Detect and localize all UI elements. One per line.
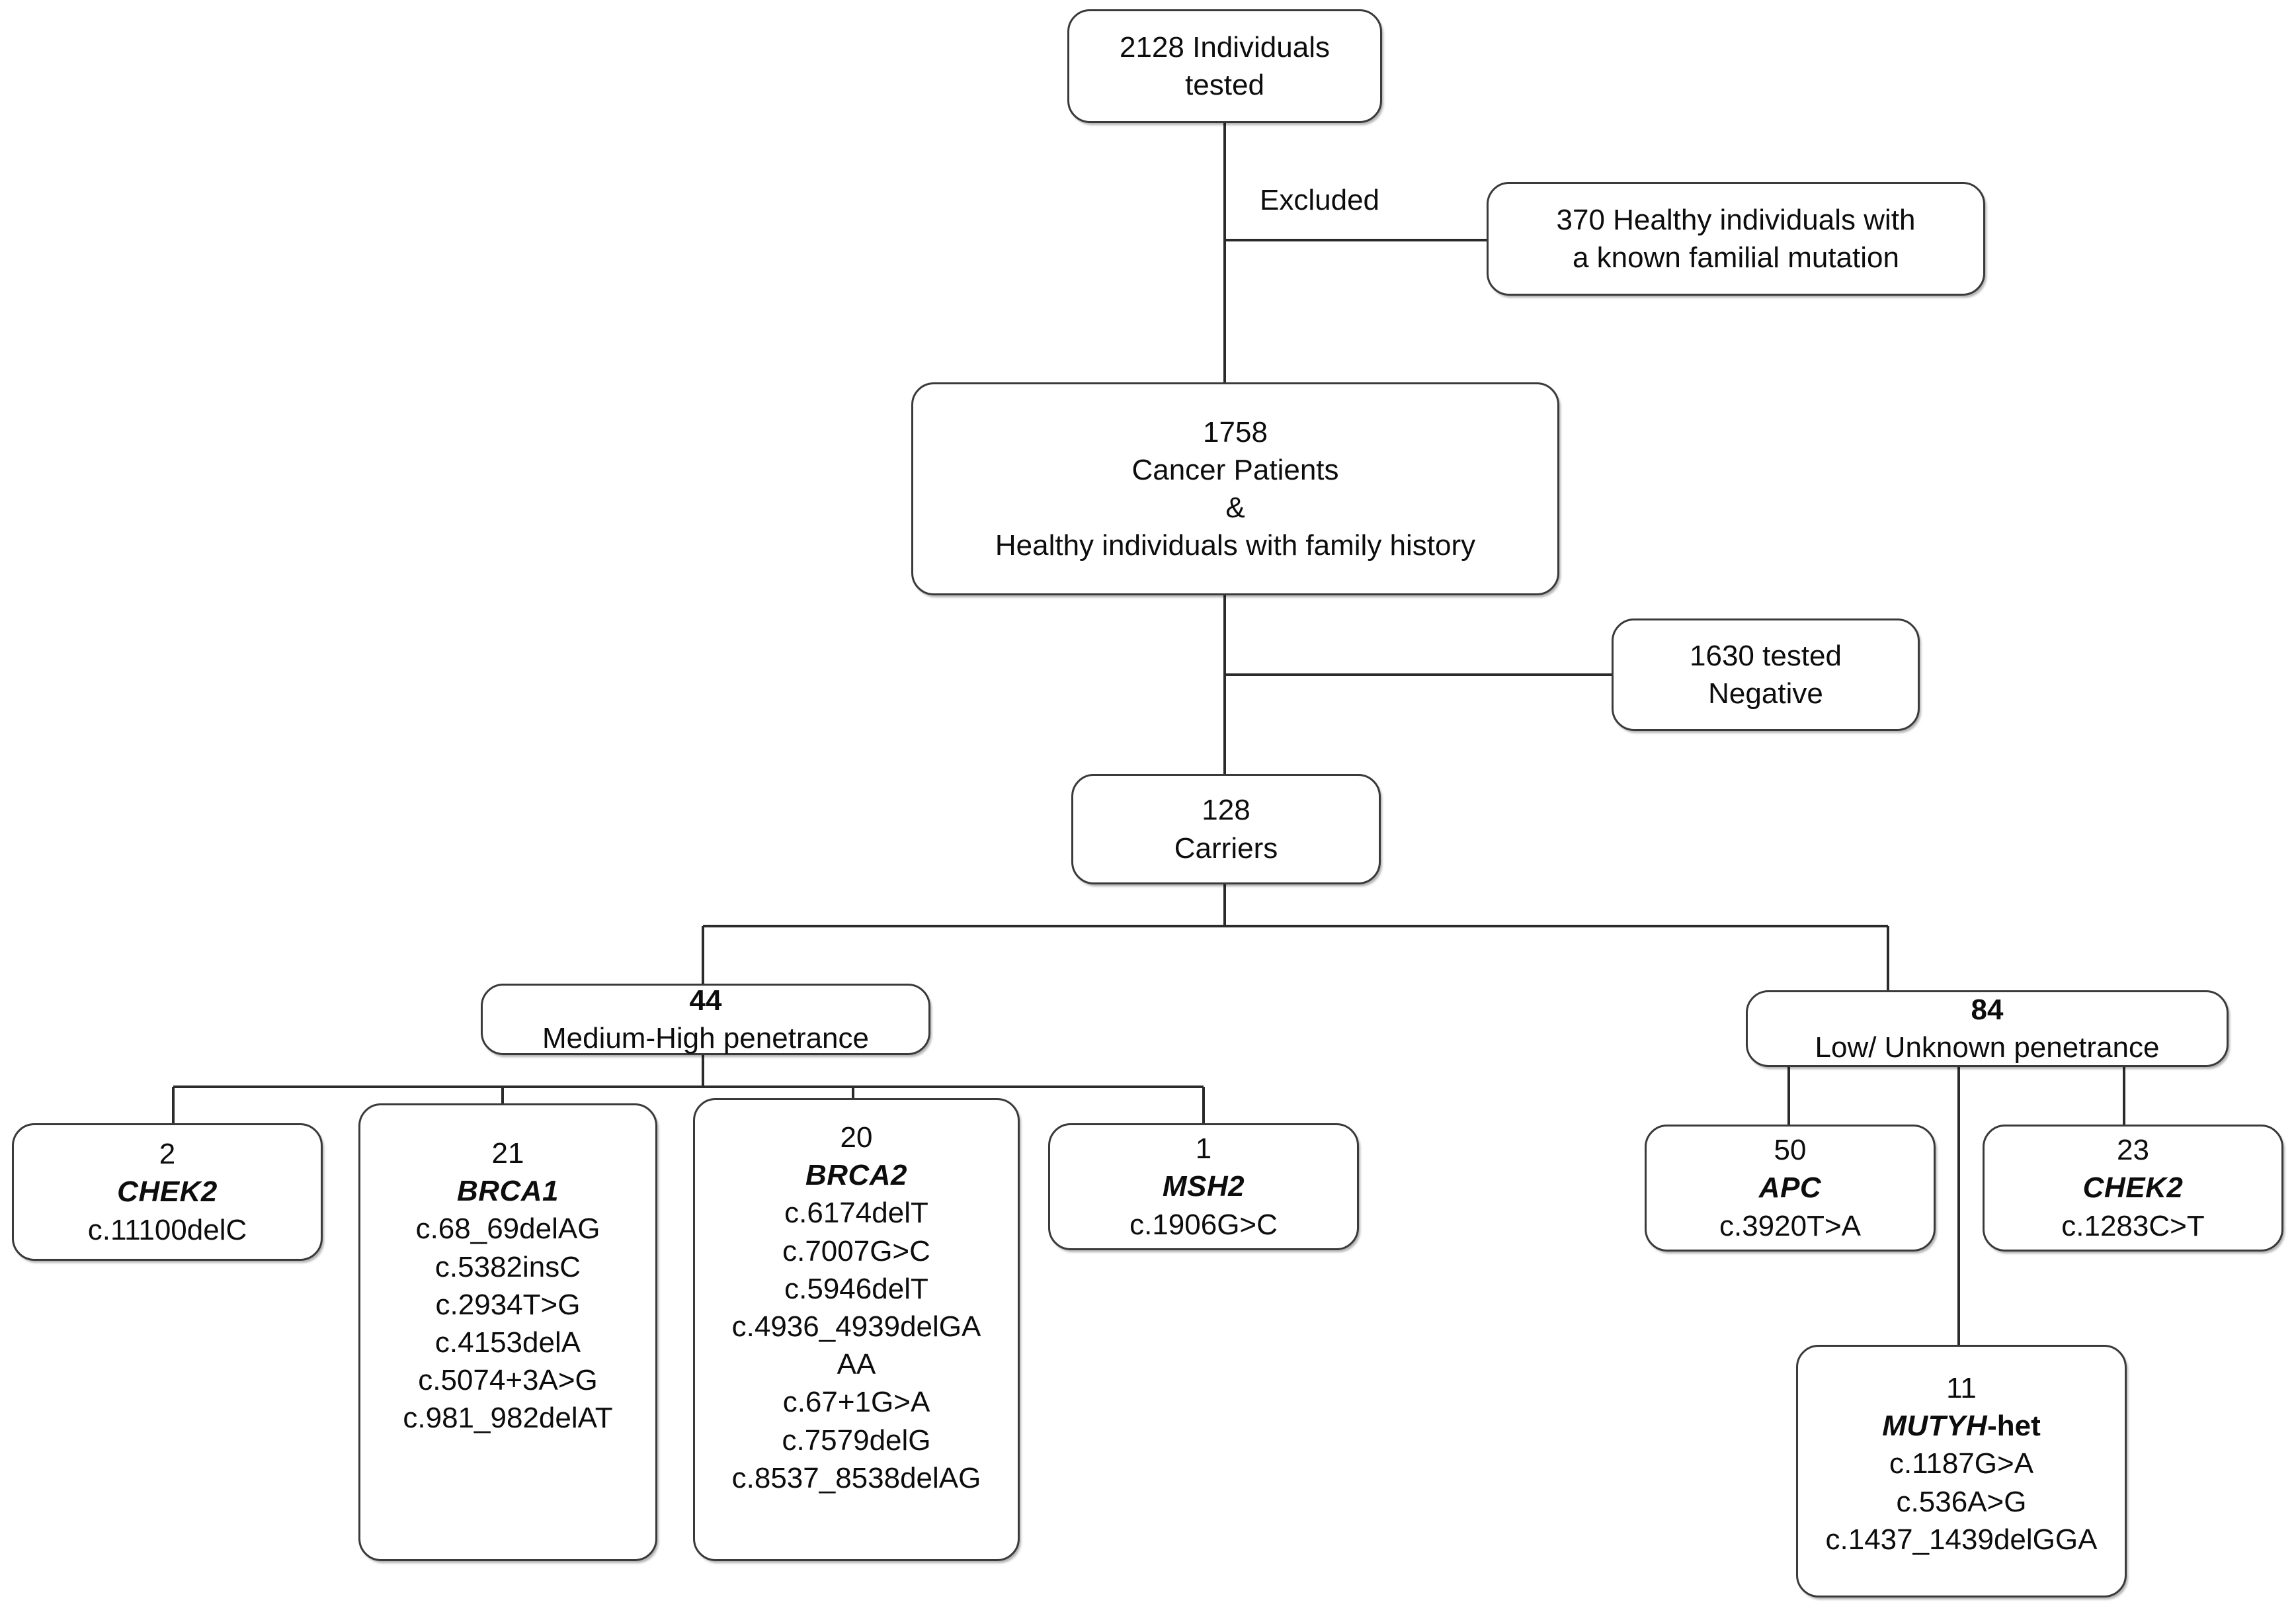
apc-gene: APC xyxy=(1758,1171,1822,1205)
individuals-tested-node[interactable]: 2128 Individuals tested xyxy=(1067,9,1382,123)
carriers-label: Carriers xyxy=(1174,831,1278,865)
individuals-tested-count: 2128 Individuals xyxy=(1119,30,1330,64)
low-unknown-penetrance-node[interactable]: 84 Low/ Unknown penetrance xyxy=(1746,990,2229,1067)
brca1-variant-3: c.2934T>G xyxy=(435,1288,581,1321)
excluded-healthy-node[interactable]: 370 Healthy individuals with a known fam… xyxy=(1487,182,1985,296)
edge-label-excluded: Excluded xyxy=(1260,184,1380,216)
brca2-variant-6: c.7579delG xyxy=(782,1424,931,1457)
chek2-right-gene: CHEK2 xyxy=(2082,1171,2184,1205)
brca2-count: 20 xyxy=(840,1121,873,1154)
brca1-variant-2: c.5382insC xyxy=(434,1250,581,1283)
gene-node-brca1[interactable]: 21 BRCA1 c.68_69delAG c.5382insC c.2934T… xyxy=(358,1103,657,1561)
brca2-variant-4-cont: AA xyxy=(837,1348,876,1381)
brca2-variant-4: c.4936_4939delGA xyxy=(731,1310,981,1343)
gene-node-mutyh-het[interactable]: 11 MUTYH-het c.1187G>A c.536A>G c.1437_1… xyxy=(1796,1345,2127,1597)
brca2-variant-2: c.7007G>C xyxy=(782,1234,930,1267)
brca1-variant-1: c.68_69delAG xyxy=(415,1213,600,1246)
cancer-patients-count: 1758 xyxy=(1203,415,1268,448)
brca1-variant-6: c.981_982delAT xyxy=(403,1402,613,1435)
low-unknown-count: 84 xyxy=(1971,993,2004,1026)
chek2-left-gene: CHEK2 xyxy=(117,1175,218,1209)
brca1-variant-5: c.5074+3A>G xyxy=(418,1364,598,1397)
tested-negative-count: 1630 tested xyxy=(1690,639,1842,672)
brca2-gene: BRCA2 xyxy=(805,1159,908,1192)
excluded-healthy-line2: a known familial mutation xyxy=(1572,241,1899,274)
chek2-left-variant-1: c.11100delC xyxy=(87,1213,247,1246)
medium-high-penetrance-node[interactable]: 44 Medium-High penetrance xyxy=(481,984,930,1055)
tested-negative-node[interactable]: 1630 tested Negative xyxy=(1612,618,1920,731)
chek2-right-count: 23 xyxy=(2117,1134,2149,1167)
tested-negative-label: Negative xyxy=(1708,677,1823,710)
cancer-patients-ampersand: & xyxy=(1225,491,1245,524)
brca1-variant-4: c.4153delA xyxy=(434,1326,581,1359)
gene-node-brca2[interactable]: 20 BRCA2 c.6174delT c.7007G>C c.5946delT… xyxy=(693,1098,1020,1561)
cancer-patients-node[interactable]: 1758 Cancer Patients & Healthy individua… xyxy=(911,382,1559,595)
gene-node-apc[interactable]: 50 APC c.3920T>A xyxy=(1645,1125,1936,1252)
cancer-patients-line1: Cancer Patients xyxy=(1131,453,1339,486)
msh2-variant-1: c.1906G>C xyxy=(1129,1208,1278,1241)
gene-node-msh2[interactable]: 1 MSH2 c.1906G>C xyxy=(1048,1123,1359,1250)
brca2-variant-5: c.67+1G>A xyxy=(782,1386,930,1419)
mutyh-variant-2: c.536A>G xyxy=(1896,1485,2027,1518)
medium-high-label: Medium-High penetrance xyxy=(542,1022,870,1054)
mutyh-variant-3: c.1437_1439delGGA xyxy=(1825,1523,2098,1556)
individuals-tested-label: tested xyxy=(1185,69,1264,101)
msh2-gene: MSH2 xyxy=(1162,1170,1245,1203)
mutyh-gene: MUTYH xyxy=(1882,1410,1988,1443)
chek2-left-count: 2 xyxy=(159,1138,176,1171)
brca1-count: 21 xyxy=(491,1137,524,1170)
mutyh-gene-suffix: -het xyxy=(1987,1410,2041,1443)
mutyh-gene-line: MUTYH-het xyxy=(1807,1407,2115,1445)
low-unknown-label: Low/ Unknown penetrance xyxy=(1815,1031,2160,1064)
medium-high-count: 44 xyxy=(689,984,722,1017)
gene-node-chek2-low-unknown[interactable]: 23 CHEK2 c.1283C>T xyxy=(1983,1125,2283,1252)
apc-count: 50 xyxy=(1774,1134,1807,1167)
brca2-variant-7: c.8537_8538delAG xyxy=(731,1461,981,1494)
cancer-patients-line3: Healthy individuals with family history xyxy=(995,529,1476,562)
brca2-variant-3: c.5946delT xyxy=(784,1272,928,1305)
apc-variant-1: c.3920T>A xyxy=(1719,1209,1862,1242)
chek2-right-variant-1: c.1283C>T xyxy=(2061,1209,2205,1242)
mutyh-count: 11 xyxy=(1946,1372,1977,1404)
carriers-count: 128 xyxy=(1202,794,1250,827)
excluded-healthy-line1: 370 Healthy individuals with xyxy=(1556,203,1916,236)
brca1-gene: BRCA1 xyxy=(456,1175,559,1208)
brca2-variant-1: c.6174delT xyxy=(784,1197,928,1230)
mutyh-variant-1: c.1187G>A xyxy=(1889,1447,2034,1480)
gene-node-chek2-medium-high[interactable]: 2 CHEK2 c.11100delC xyxy=(12,1123,323,1261)
carriers-node[interactable]: 128 Carriers xyxy=(1071,774,1381,884)
msh2-count: 1 xyxy=(1195,1132,1212,1166)
